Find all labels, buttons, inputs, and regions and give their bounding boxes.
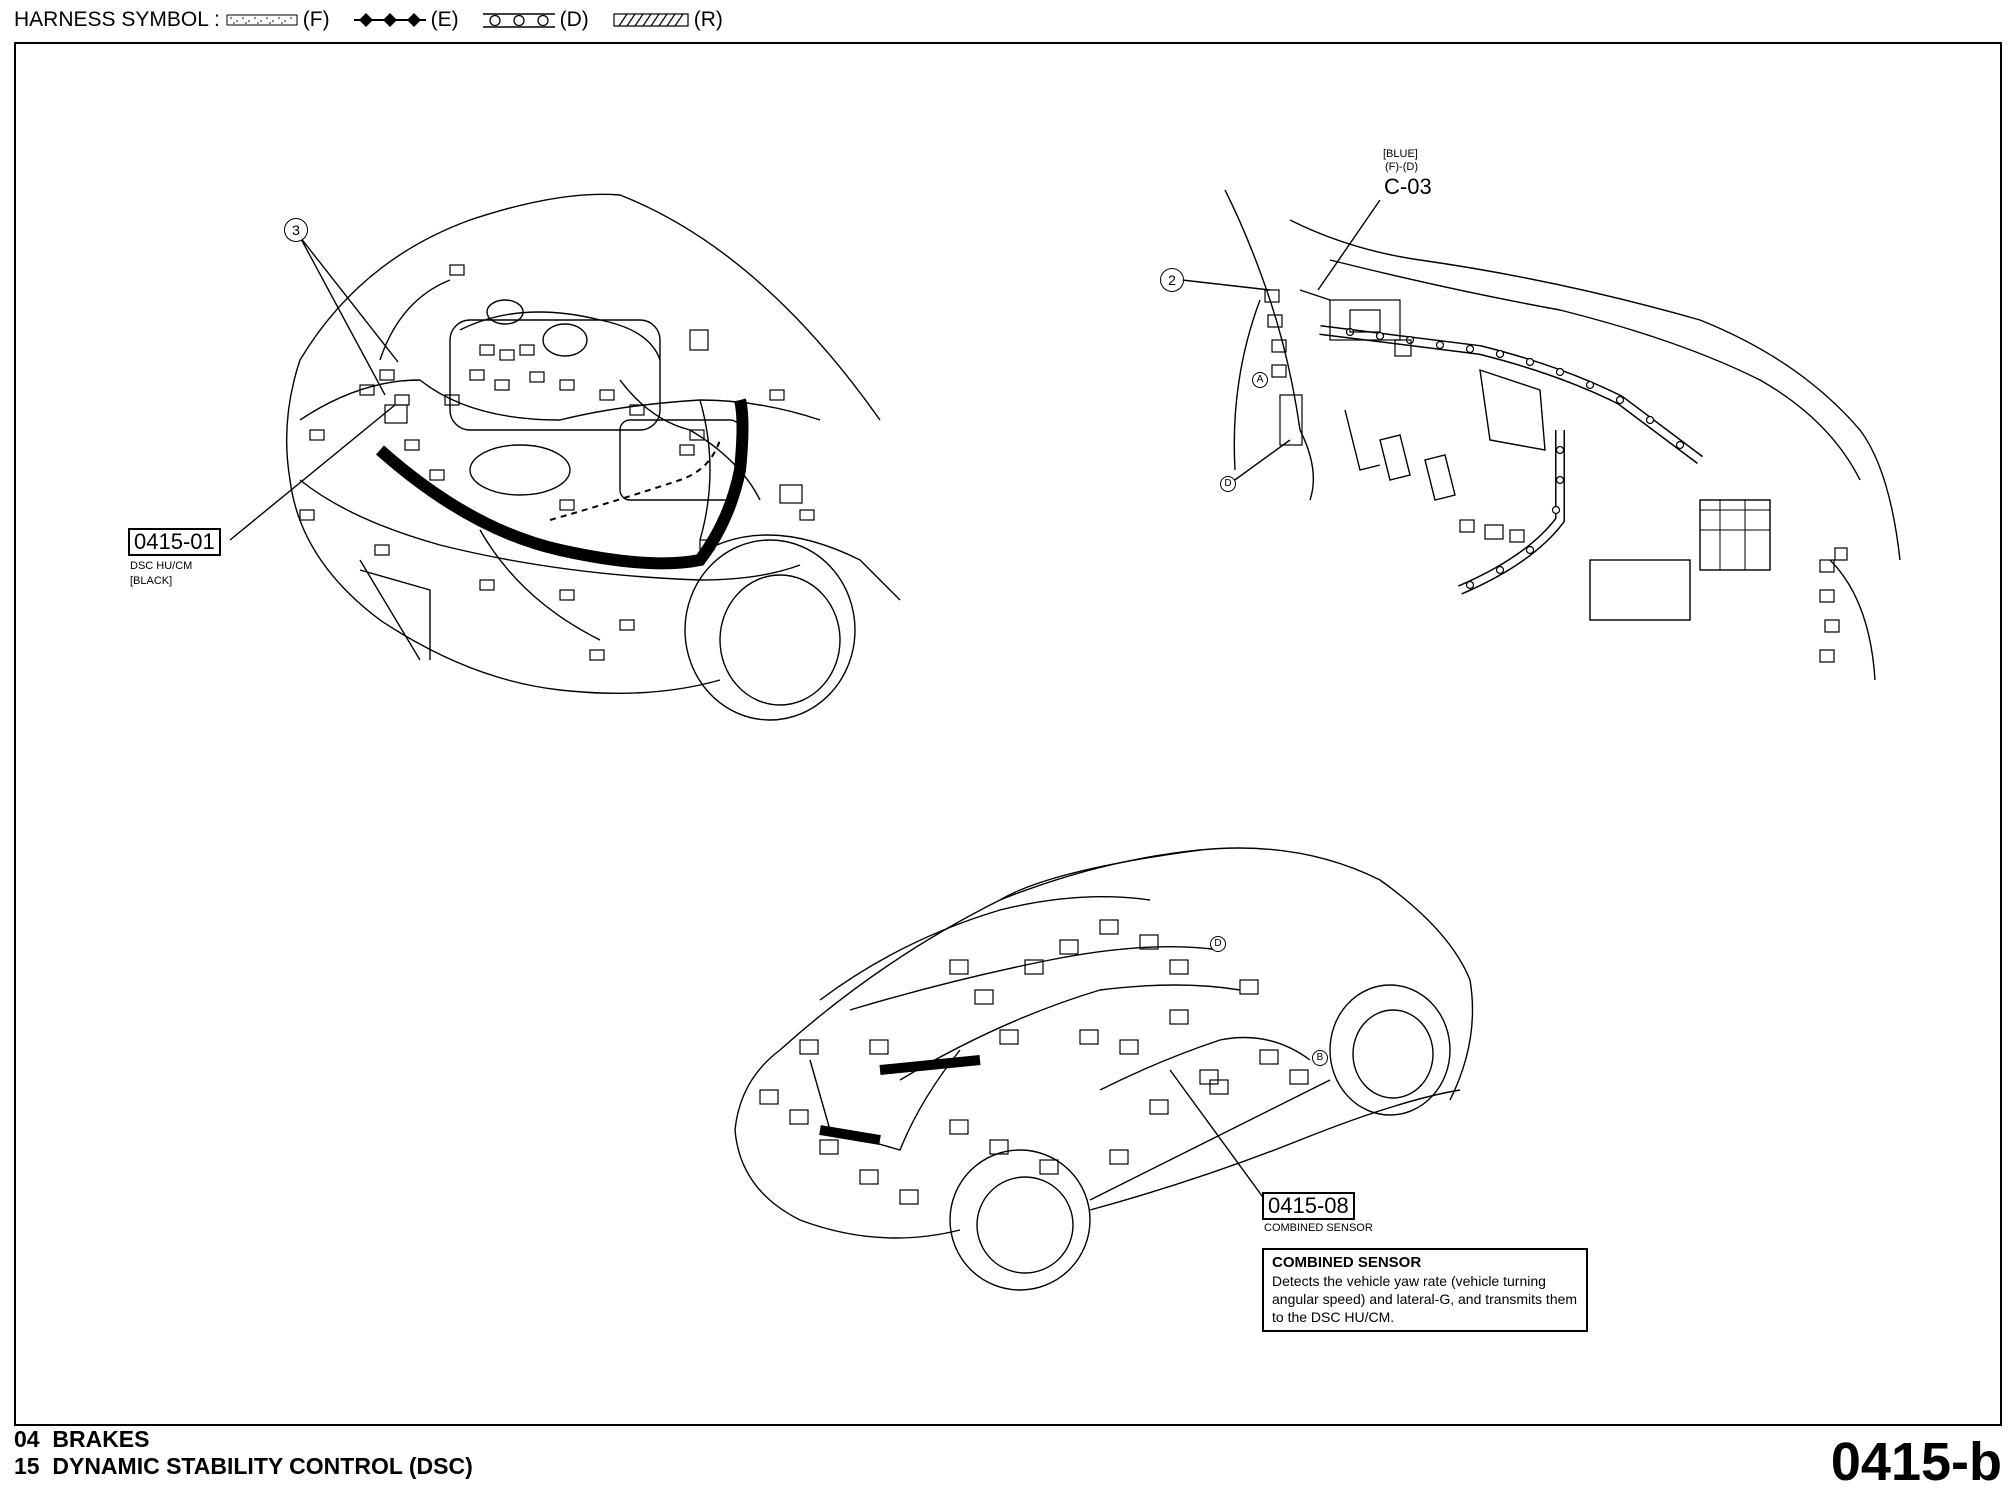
connector-code-0415-08[interactable]: 0415-08 xyxy=(1262,1192,1355,1220)
marker-a: A xyxy=(1252,372,1268,388)
footer-line-dsc: 15 DYNAMIC STABILITY CONTROL (DSC) xyxy=(14,1453,473,1479)
circle-chain-icon xyxy=(482,13,555,28)
legend-item-r: (R) xyxy=(607,8,723,32)
legend-item-e: (E) xyxy=(348,8,459,32)
footer-line-brakes: 04 BRAKES xyxy=(14,1426,150,1452)
connector-name-dsc-hu-cm: DSC HU/CM xyxy=(130,560,193,572)
ref-circle-2: 2 xyxy=(1160,268,1184,292)
legend-code-r: (R) xyxy=(693,8,723,31)
connector-harness-f-d: (F)-(D) xyxy=(1385,161,1418,173)
marker-d-body: D xyxy=(1210,936,1226,952)
legend-item-f: (F) xyxy=(220,8,330,32)
harness-legend: HARNESS SYMBOL : (F) (E) xyxy=(14,6,741,34)
combined-sensor-callout: COMBINED SENSOR Detects the vehicle yaw … xyxy=(1262,1248,1588,1332)
marker-b-body: B xyxy=(1312,1050,1328,1066)
section-footer: 04 BRAKES 15 DYNAMIC STABILITY CONTROL (… xyxy=(14,1426,473,1480)
legend-title: HARNESS SYMBOL : xyxy=(14,8,220,31)
connector-code-0415-01[interactable]: 0415-01 xyxy=(128,528,221,556)
legend-code-f: (F) xyxy=(302,8,330,31)
body-view xyxy=(734,847,1474,1291)
connector-code-c-03[interactable]: C-03 xyxy=(1384,174,1432,199)
callout-text: Detects the vehicle yaw rate (vehicle tu… xyxy=(1272,1273,1578,1325)
engine-bay-view xyxy=(229,193,901,721)
connector-color-blue: [BLUE] xyxy=(1383,148,1418,160)
callout-title: COMBINED SENSOR xyxy=(1272,1254,1422,1271)
marker-d-dash: D xyxy=(1220,476,1236,492)
legend-code-e: (E) xyxy=(430,8,459,31)
page-code: 0415-b xyxy=(1830,1432,2002,1492)
diamond-chain-icon xyxy=(353,13,426,27)
dashboard-view xyxy=(1181,189,1901,681)
hatched-band-icon xyxy=(613,13,689,27)
connector-name-combined-sensor: COMBINED SENSOR xyxy=(1264,1222,1373,1234)
diagram-frame xyxy=(14,42,2002,1426)
legend-code-d: (D) xyxy=(559,8,589,31)
legend-item-d: (D) xyxy=(477,8,589,32)
dotted-band-icon xyxy=(226,14,298,26)
ref-circle-3: 3 xyxy=(284,218,308,242)
connector-color-black: [BLACK] xyxy=(130,575,173,587)
